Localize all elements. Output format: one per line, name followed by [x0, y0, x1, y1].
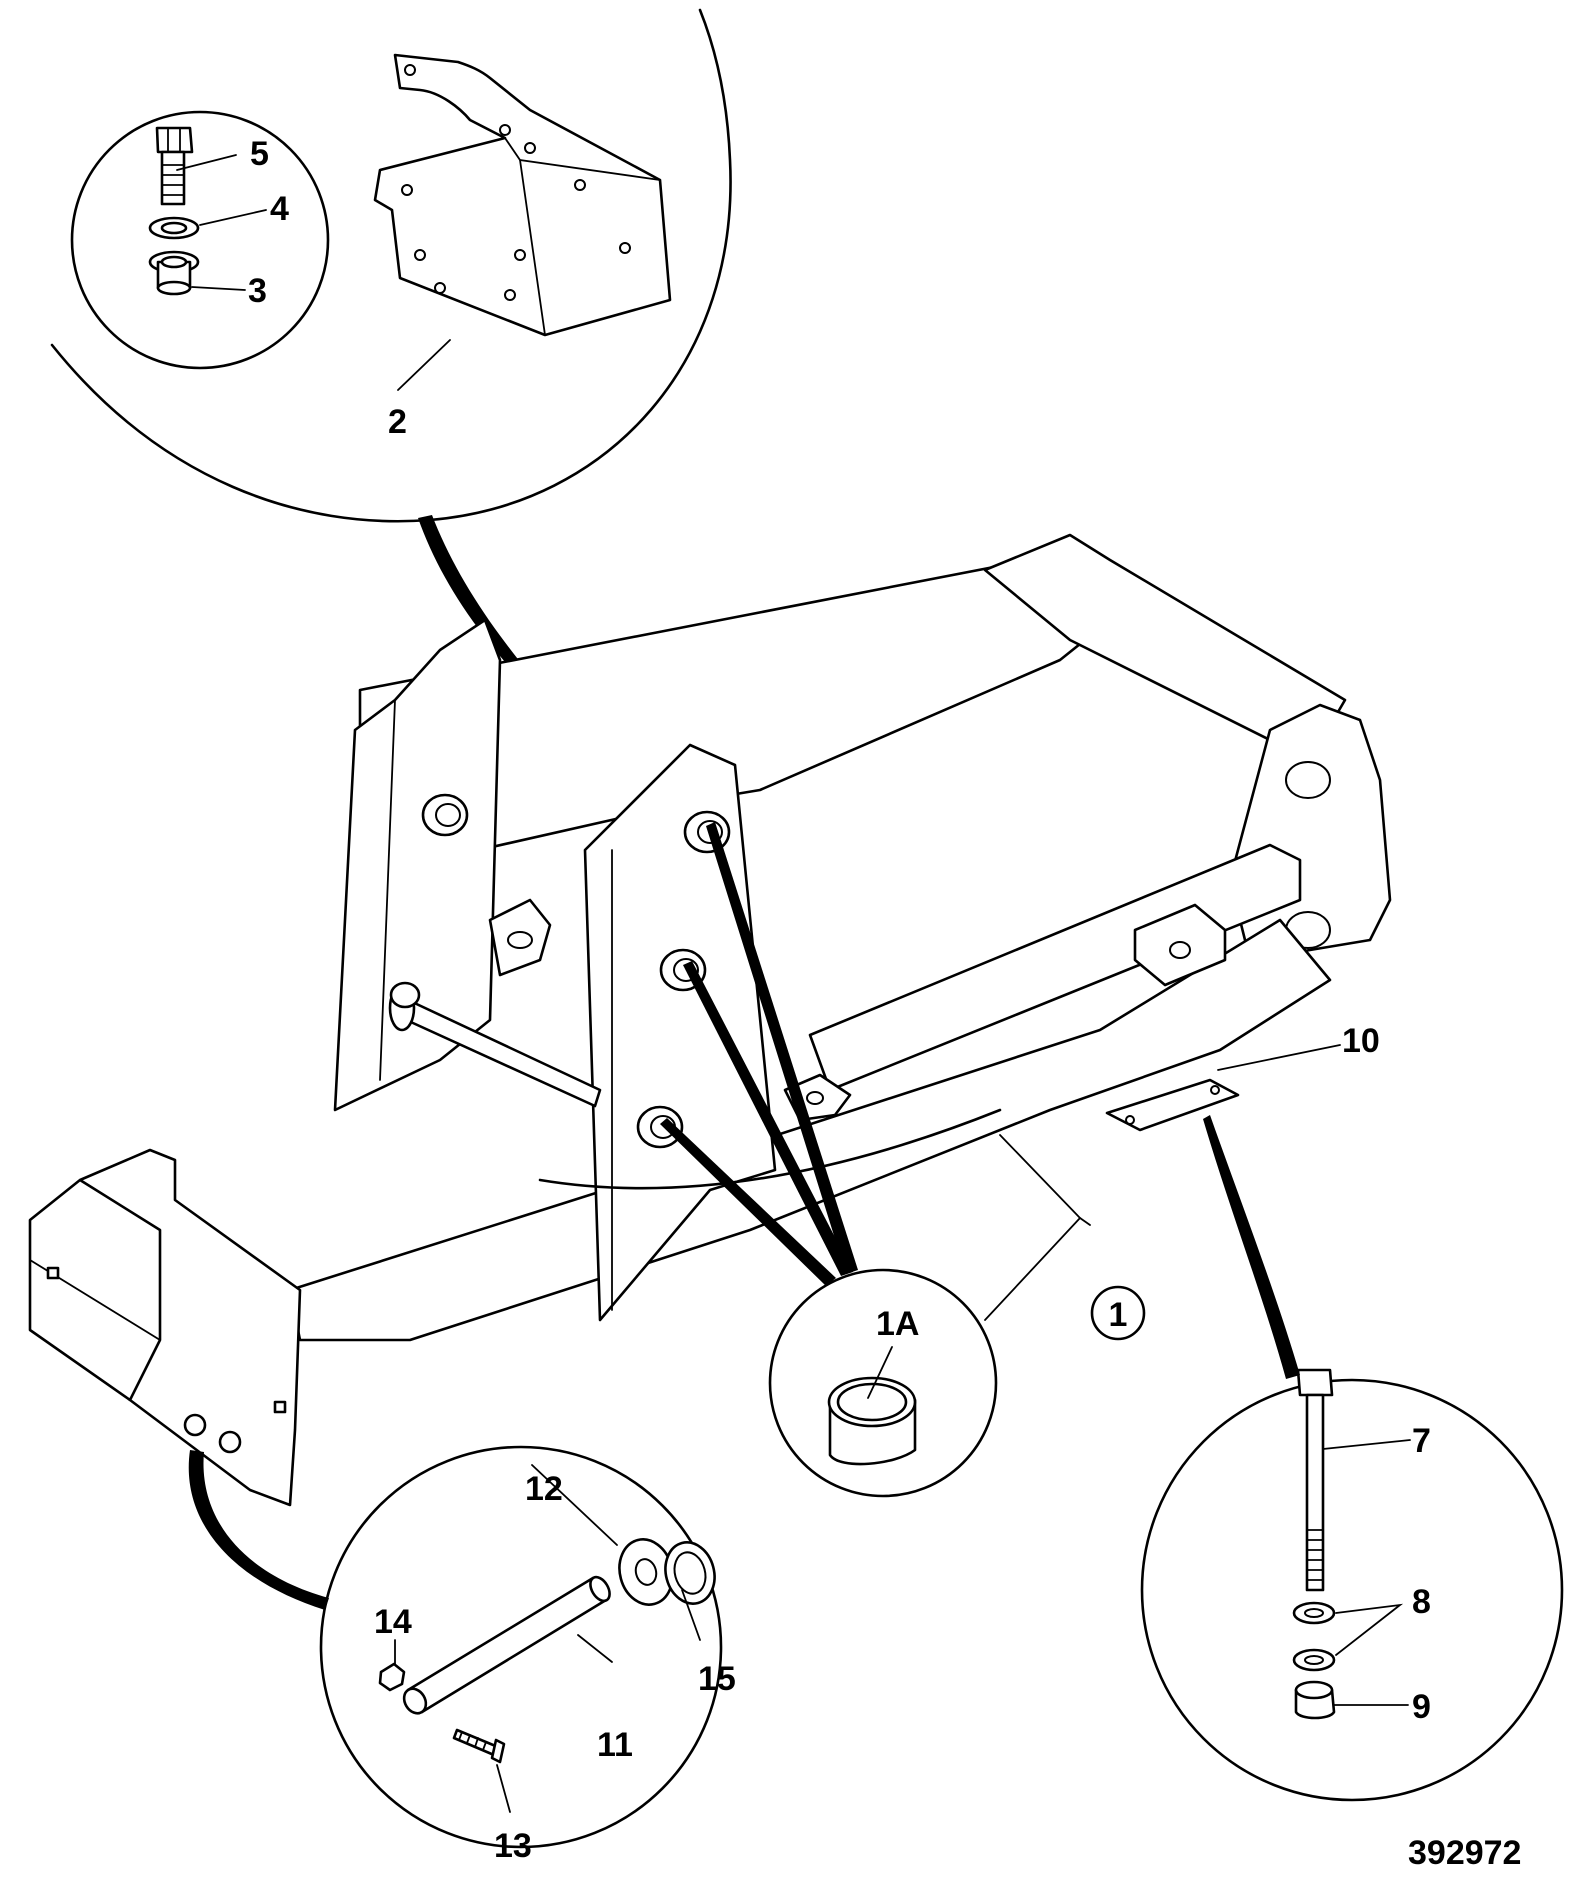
- detail-circle-bolt: [1140, 1115, 1564, 1802]
- callout-3: 3: [248, 272, 267, 310]
- detail-circle-pin: [188, 1445, 723, 1849]
- callout-10: 10: [1342, 1022, 1380, 1060]
- detail-circle-fixings: [70, 110, 330, 370]
- callout-7: 7: [1412, 1422, 1431, 1460]
- callout-12: 12: [525, 1470, 563, 1508]
- detail-circle-bracket: [50, 8, 732, 705]
- loader-frame: [28, 533, 1392, 1507]
- callout-labels: 5 4 3 2 1 1A 10 7 8 9 12 14 15 11 13 392…: [248, 135, 1521, 1872]
- callout-1-ring: [1090, 1285, 1146, 1341]
- callout-1: 1: [1109, 1296, 1128, 1334]
- leader-lines: [176, 154, 1411, 1813]
- callout-9: 9: [1412, 1688, 1431, 1726]
- callout-15: 15: [698, 1660, 736, 1698]
- figure-number: 392972: [1408, 1834, 1521, 1872]
- callout-11: 11: [597, 1726, 633, 1764]
- callout-1a: 1A: [876, 1305, 919, 1343]
- callout-2: 2: [388, 403, 407, 441]
- callout-14: 14: [374, 1603, 412, 1641]
- detail-circle-bush-1a: [660, 822, 998, 1498]
- callout-5: 5: [250, 135, 269, 173]
- callout-13: 13: [494, 1827, 532, 1865]
- callout-4: 4: [270, 190, 289, 228]
- callout-8: 8: [1412, 1583, 1431, 1621]
